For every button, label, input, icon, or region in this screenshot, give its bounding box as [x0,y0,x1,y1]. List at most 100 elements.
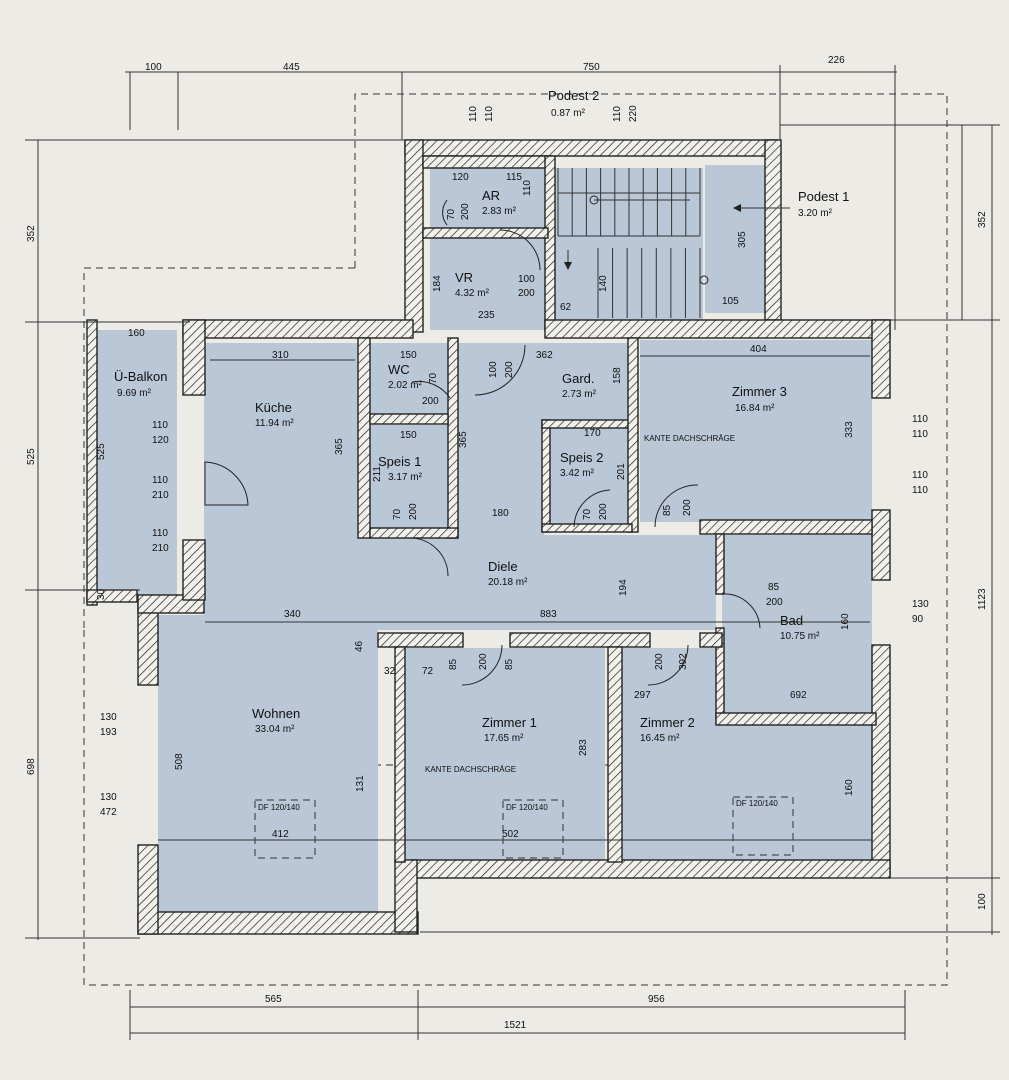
dimension-label: 160 [844,779,855,796]
dimension-label: 340 [284,609,301,620]
dimension-label: 70 [446,208,457,220]
dimension-label: 150 [400,430,417,441]
dimension-label: 85 [448,658,459,670]
dim-top: 226 [828,55,845,66]
dim-right: 100 [977,893,988,910]
dimension-label: 211 [372,466,383,482]
dimension-label: 365 [334,438,345,455]
dimension-label: 160 [840,613,851,630]
dimension-label: 297 [634,690,651,701]
room-area: 11.94 m² [255,418,294,429]
dimension-label: 200 [518,288,535,299]
dimension-label: 110 [468,106,479,122]
dimension-label: 158 [612,367,623,384]
dimension-label: 120 [152,435,169,446]
dimension-label: 184 [432,275,443,292]
room-name: Küche [255,400,292,415]
dim-top: 100 [145,62,162,73]
room-area: 20.18 m² [488,577,528,588]
room-area: 17.65 m² [484,733,524,744]
dimension-label: 283 [578,739,589,756]
dimension-label: 110 [912,470,928,481]
dimension-label: 160 [128,328,145,339]
room-name: Speis 1 [378,454,421,469]
dimension-label: 70 [392,508,403,520]
room-name: Wohnen [252,706,300,721]
walls [86,139,891,935]
dimension-label: 70 [582,508,593,520]
room-name: Bad [780,613,803,628]
dim-bottom: 956 [648,994,665,1005]
dimension-label: 362 [536,350,553,361]
dimension-label: 502 [502,829,519,840]
dimension-label: 130 [100,792,117,803]
kante-label: KANTE DACHSCHRÄGE [644,434,735,443]
dimension-label: 508 [174,753,185,770]
dimension-label: 200 [598,503,609,520]
dimension-label: 85 [504,658,515,670]
dimension-label: 46 [354,640,365,652]
dimension-label: 85 [662,504,673,516]
dimension-label: 100 [488,361,499,378]
dimension-label: 110 [912,485,928,496]
dimension-label: 200 [422,396,439,407]
dimension-label: 201 [616,463,627,480]
dimension-label: 404 [750,344,767,355]
dimension-label: 140 [598,275,609,292]
dim-top: 750 [583,62,600,73]
dimension-label: 193 [100,727,117,738]
dimension-label: 200 [766,597,783,608]
dimension-label: 120 [452,172,469,183]
dimension-label: 110 [612,106,623,122]
dim-right: 1123 [977,588,988,610]
dimension-label: 180 [492,508,509,519]
dimension-label: 170 [584,428,601,439]
room-area: 9.69 m² [117,388,152,399]
dimension-label: 115 [506,172,522,183]
room-name: WC [388,362,410,377]
dimension-label: 110 [522,180,533,196]
dimension-label: 333 [844,421,855,438]
room-name: Podest 1 [798,189,849,204]
room-area: 16.45 m² [640,733,680,744]
dimension-label: 200 [460,203,471,220]
room-name: AR [482,188,500,203]
dimension-label: 210 [152,543,169,554]
dimension-label: 90 [912,614,924,625]
dimension-label: 100 [518,274,535,285]
dimension-label: 200 [408,503,419,520]
dim-top: 445 [283,62,300,73]
room-fills [95,165,872,912]
annotations: KANTE DACHSCHRÄGE KANTE DACHSCHRÄGE DF 1… [258,434,778,812]
dimension-label: 305 [737,231,748,248]
room-name: Diele [488,559,518,574]
room-area: 4.32 m² [455,288,490,299]
dim-bottom: 565 [265,994,282,1005]
dimension-label: 210 [152,490,169,501]
room-name: Zimmer 1 [482,715,537,730]
room-name: Zimmer 3 [732,384,787,399]
room-area: 2.83 m² [482,206,517,217]
dim-left: 698 [26,758,37,775]
room-name: Gard. [562,371,595,386]
room-labels: Podest 2 0.87 m² Podest 1 3.20 m² AR 2.8… [114,88,849,744]
dimension-label: 110 [152,528,168,539]
room-name: Speis 2 [560,450,603,465]
dimension-label: 150 [400,350,417,361]
room-area: 2.73 m² [562,389,597,400]
room-area: 3.42 m² [560,468,595,479]
room-area: 2.02 m² [388,380,423,391]
dimension-label: 392 [678,653,689,670]
dimension-label: 472 [100,807,117,818]
dim-bottom-total: 1521 [504,1020,527,1031]
room-area: 16.84 m² [735,403,775,414]
room-name: VR [455,270,473,285]
room-name: Podest 2 [548,88,599,103]
dimension-label: 130 [912,599,929,610]
room-area: 3.17 m² [388,472,423,483]
dimension-label: 200 [478,653,489,670]
overall-dimensions: 100 445 750 226 565 956 1521 352 525 698… [26,55,988,1031]
room-area: 3.20 m² [798,208,833,219]
